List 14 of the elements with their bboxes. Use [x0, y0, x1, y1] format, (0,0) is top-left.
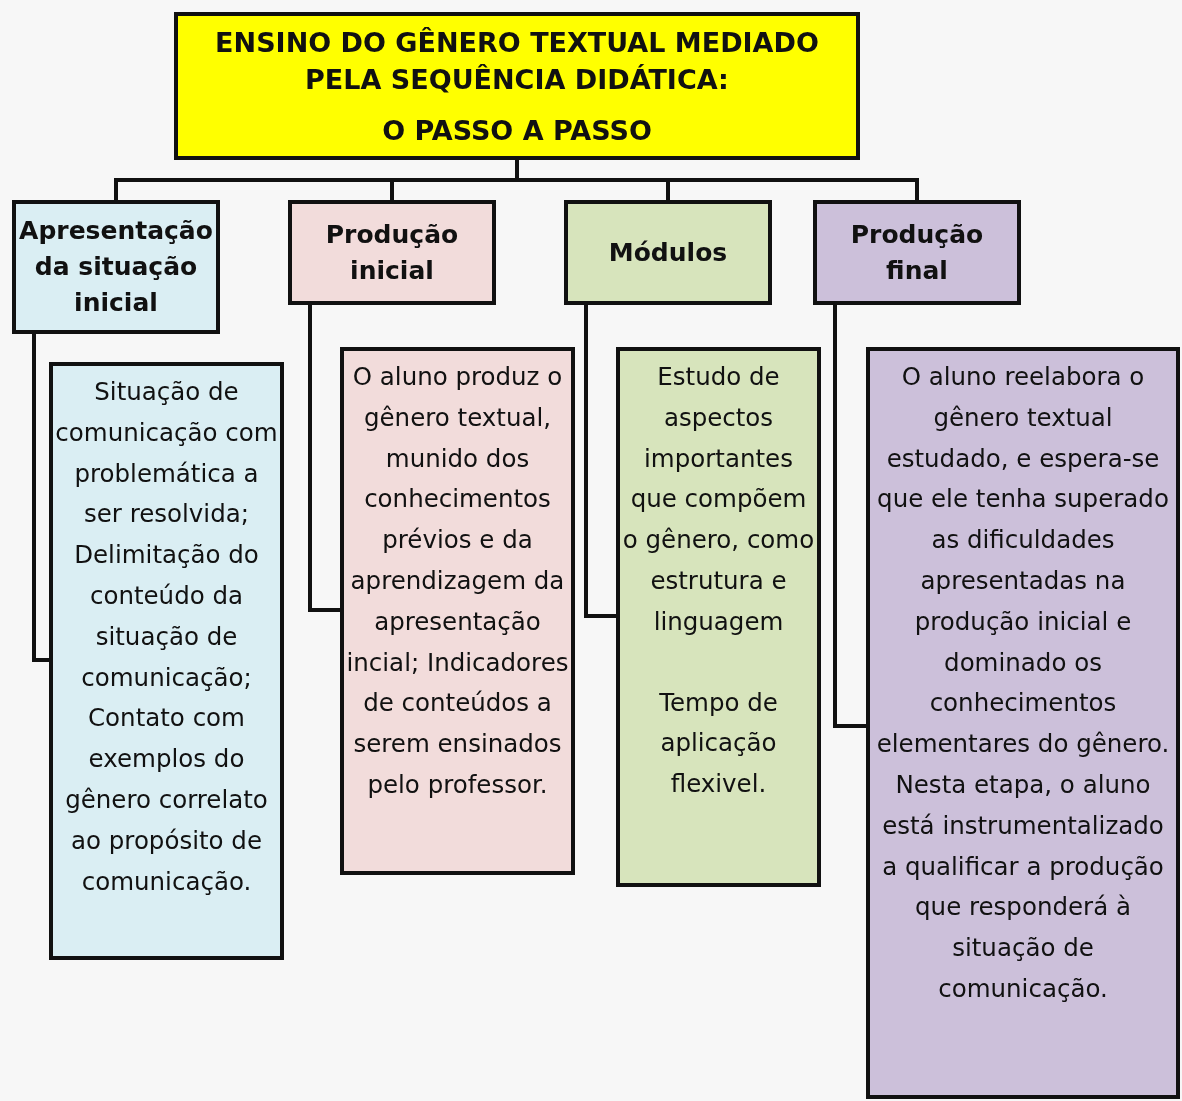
description-box: Estudo de aspectos importantes que compõem o gênero, como estrutura e linguagem Tempo de aplicação flexivel. — [616, 347, 821, 887]
stage-box: Apresentação da situação inicial — [12, 200, 220, 334]
description-box: O aluno produz o gênero textual, munido dos conhecimentos prévios e da aprendizagem da apresentação incial; Indicadores de conteúdos a serem ensinados pelo professor. — [340, 347, 575, 875]
connector-line — [308, 305, 340, 612]
description-box: Situação de comunicação com problemática a ser resolvida; Delimitação do conteúdo da situação de comunicação; Contato com exemplos do gênero correlato ao propósito de comunicação. — [49, 362, 284, 960]
description-box: O aluno reelabora o gênero textual estudado, e espera-se que ele tenha superado as dificuldades apresentadas na produção inicial e dominado os conhecimentos elementares do gênero. Nesta etapa, o aluno está instrumentalizado a qualificar a produção que responderá à situação de comunicação. — [866, 347, 1180, 1099]
connector-line — [515, 160, 919, 200]
connector-line — [584, 305, 616, 618]
stage-box: Módulos — [564, 200, 772, 305]
stage-box: Produção inicial — [288, 200, 496, 305]
connector-line — [32, 334, 49, 662]
title-box: ENSINO DO GÊNERO TEXTUAL MEDIADO PELA SEQUÊNCIA DIDÁTICA: O PASSO A PASSO — [174, 12, 860, 160]
stage-box: Produção final — [813, 200, 1021, 305]
connector-line — [833, 305, 866, 728]
